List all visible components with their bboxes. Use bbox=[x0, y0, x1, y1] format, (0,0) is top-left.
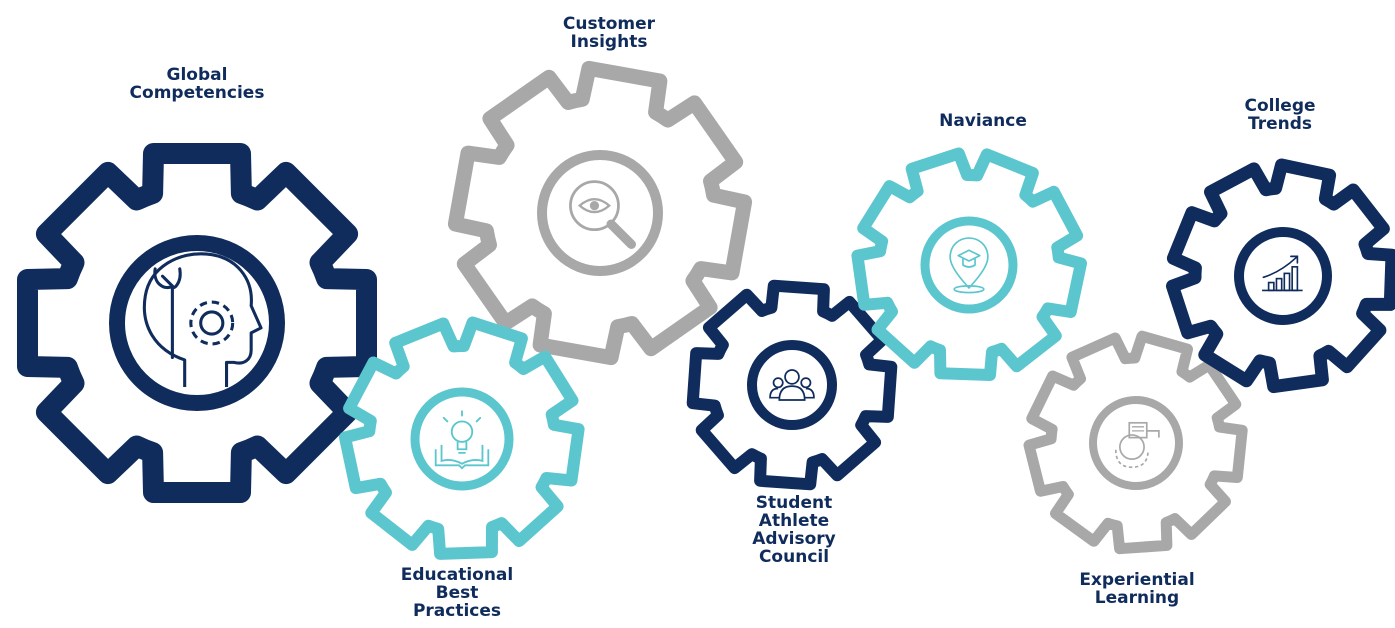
gear-label-naviance: Naviance bbox=[939, 111, 1027, 131]
gear-educational-best-practices bbox=[339, 316, 585, 560]
graduation-cap-location-pin-icon bbox=[949, 237, 989, 294]
gear-experiential-learning bbox=[1023, 330, 1248, 555]
gear-hub-ring bbox=[410, 387, 514, 491]
lightbulb-over-book-icon bbox=[434, 410, 490, 470]
gear-label-educational-best-practices: Educational Best Practices bbox=[400, 565, 514, 621]
people-group-icon bbox=[769, 369, 815, 401]
gear-hub-ring bbox=[1089, 396, 1183, 490]
gear-college-trends bbox=[1166, 158, 1395, 394]
gear-global-competencies bbox=[17, 143, 377, 503]
rising-bar-chart-icon bbox=[1262, 255, 1303, 292]
gear-label-global-competencies: Global Competencies bbox=[129, 65, 265, 103]
learner-with-board-icon bbox=[1114, 421, 1160, 469]
gear-student-athlete-advisory-council bbox=[686, 279, 898, 491]
gear-customer-insights bbox=[447, 60, 753, 366]
gear-naviance bbox=[851, 147, 1087, 381]
gear-hub-ring bbox=[1234, 227, 1332, 325]
gear-label-college-trends: College Trends bbox=[1244, 96, 1316, 134]
gear-label-experiential-learning: Experiential Learning bbox=[1079, 570, 1195, 608]
gear-hub-ring bbox=[747, 340, 837, 430]
gear-hub-ring bbox=[537, 150, 663, 276]
gear-hub-ring bbox=[920, 216, 1018, 314]
magnifier-with-eye-icon bbox=[569, 180, 636, 249]
gear-hub-ring bbox=[109, 235, 285, 411]
gear-label-student-athlete-advisory-council: Student Athlete Advisory Council bbox=[752, 493, 836, 567]
gear-label-customer-insights: Customer Insights bbox=[562, 14, 656, 52]
